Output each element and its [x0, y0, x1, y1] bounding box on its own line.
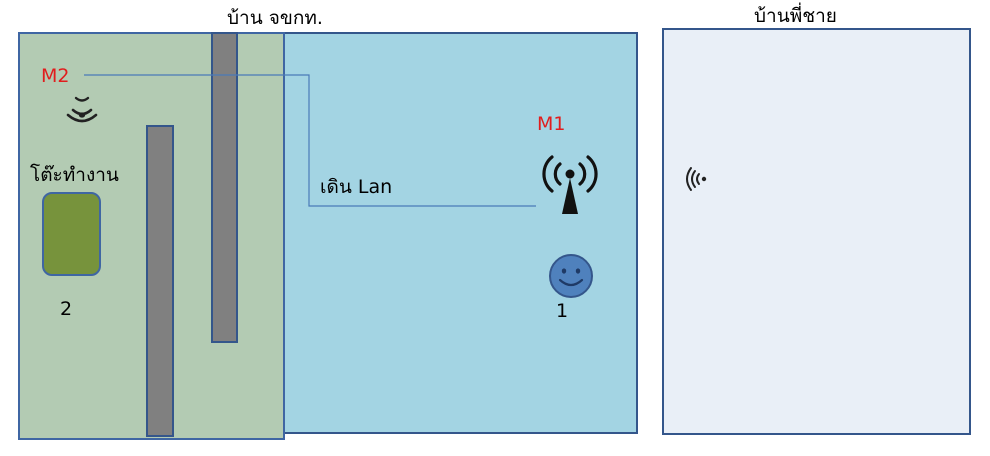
router-m1-label: M1 [537, 113, 566, 135]
router-m2-label: M2 [41, 65, 70, 87]
brother-house-title: บ้านพี่ชาย [754, 5, 837, 27]
position-1-label: 1 [556, 300, 569, 322]
position-2-label: 2 [60, 298, 73, 320]
desk-label: โต๊ะทำงาน [30, 164, 119, 186]
brother-house-area [662, 28, 971, 435]
lan-cable-label: เดิน Lan [320, 176, 393, 198]
wifi-signal-icon [66, 96, 98, 123]
wireless-tower-icon [542, 155, 598, 214]
main-house-title: บ้าน จขกท. [227, 7, 323, 29]
wall-divider-upper [211, 32, 238, 343]
smiley-face-icon [549, 254, 593, 298]
work-desk [42, 192, 101, 276]
wall-divider-lower [146, 125, 174, 437]
wifi-signal-icon [686, 167, 707, 191]
